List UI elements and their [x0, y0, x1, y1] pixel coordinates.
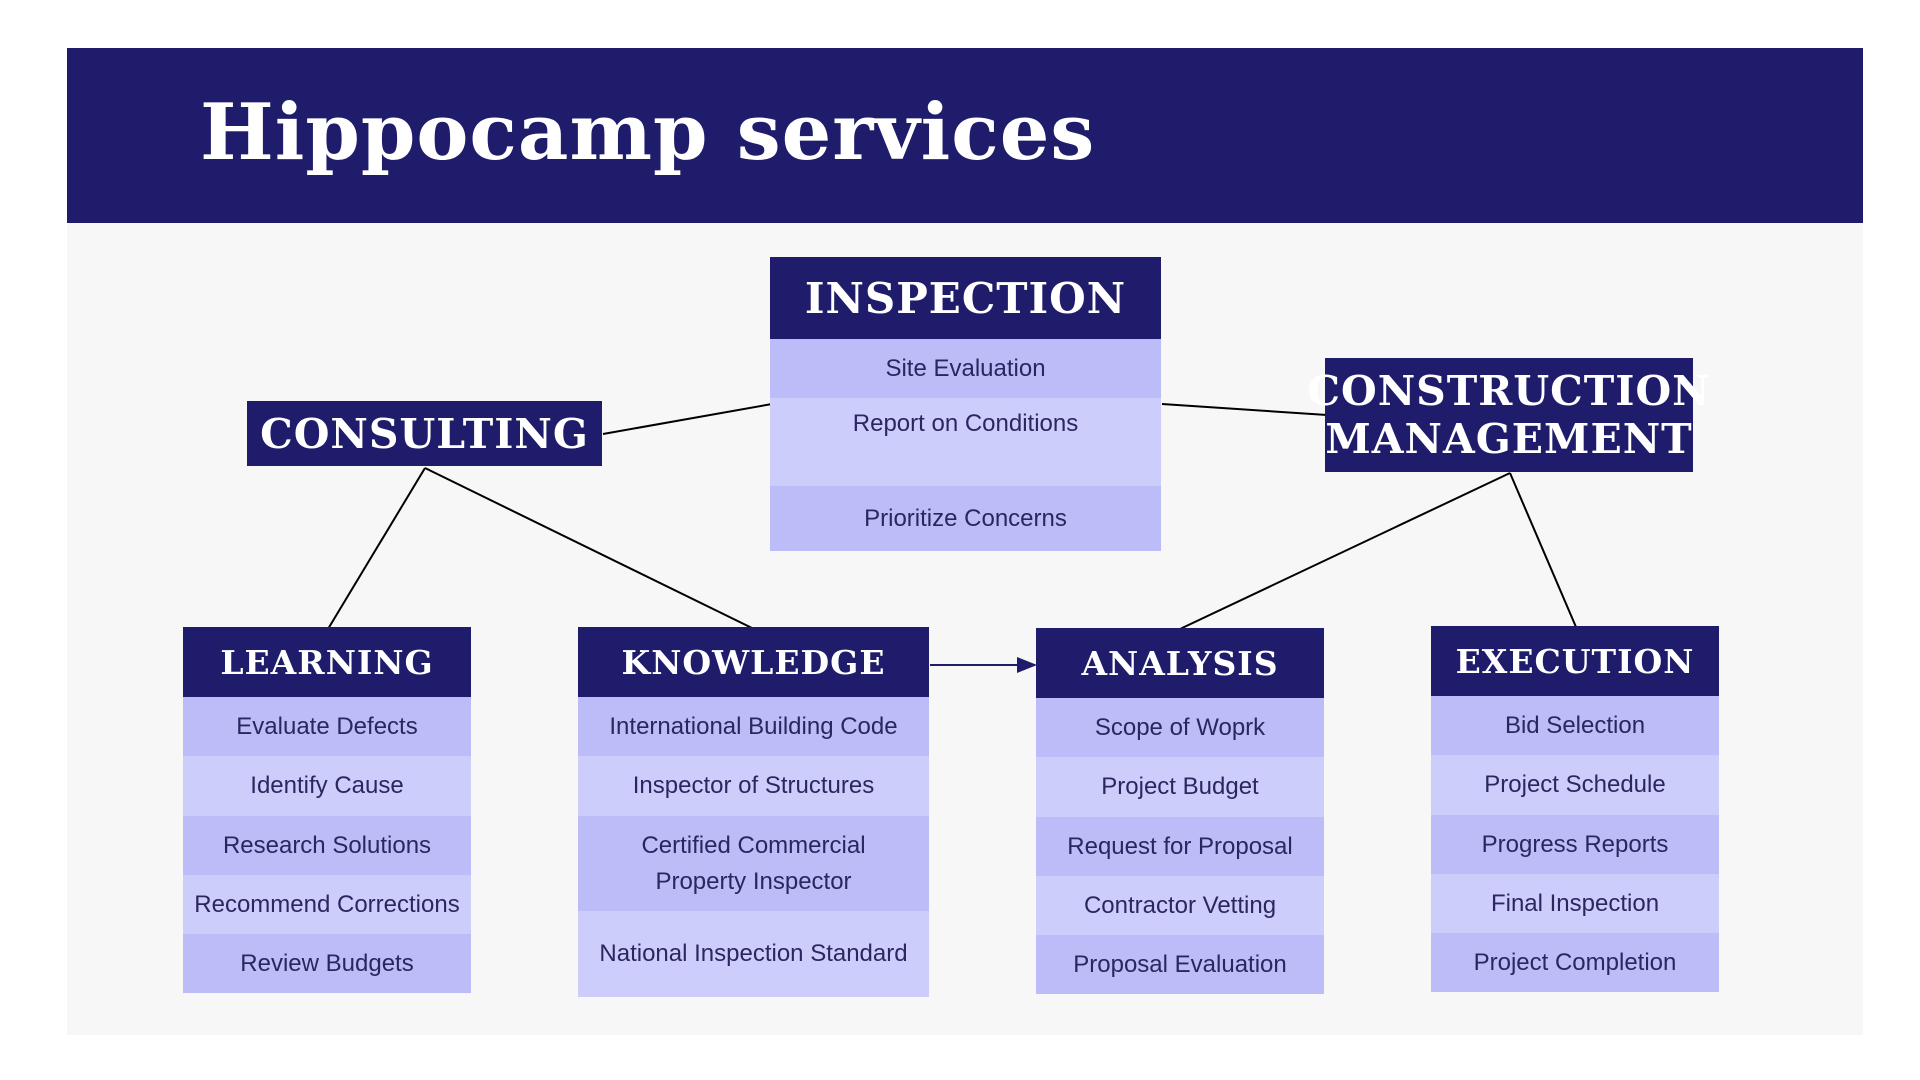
analysis-item: Project Budget — [1036, 757, 1324, 817]
analysis-item: Scope of Woprk — [1036, 698, 1324, 757]
connector-inspection-construction — [1161, 403, 1328, 416]
connector-construction-analysis — [1179, 472, 1511, 630]
header-bar — [67, 48, 1863, 223]
analysis-title: ANALYSIS — [1036, 628, 1324, 698]
analysis-item: Request for Proposal — [1036, 817, 1324, 876]
execution-item: Progress Reports — [1431, 815, 1719, 874]
learning-node: LEARNING Evaluate Defects Identify Cause… — [183, 627, 471, 993]
execution-item: Final Inspection — [1431, 874, 1719, 933]
connector-consulting-learning — [327, 467, 426, 630]
knowledge-title: KNOWLEDGE — [578, 627, 929, 697]
connector-consulting-knowledge — [424, 467, 755, 630]
inspection-item: Prioritize Concerns — [770, 486, 1161, 551]
analysis-node: ANALYSIS Scope of Woprk Project Budget R… — [1036, 628, 1324, 994]
inspection-item: Site Evaluation — [770, 339, 1161, 398]
construction-management-node: CONSTRUCTION MANAGEMENT — [1307, 358, 1710, 472]
execution-item: Project Schedule — [1431, 755, 1719, 815]
knowledge-item: Certified Commercial Property Inspector — [578, 816, 929, 911]
execution-title: EXECUTION — [1431, 626, 1719, 696]
knowledge-item: International Building Code — [578, 697, 929, 756]
knowledge-item: National Inspection Standard — [578, 911, 929, 997]
learning-item: Review Budgets — [183, 934, 471, 993]
consulting-node: CONSULTING — [247, 401, 602, 466]
connector-consulting-inspection — [602, 403, 773, 435]
learning-item: Recommend Corrections — [183, 875, 471, 934]
analysis-item: Proposal Evaluation — [1036, 935, 1324, 994]
inspection-item: Report on Conditions — [770, 398, 1161, 486]
learning-item: Identify Cause — [183, 756, 471, 816]
inspection-title: INSPECTION — [770, 257, 1161, 339]
knowledge-node: KNOWLEDGE International Building Code In… — [578, 627, 929, 997]
execution-node: EXECUTION Bid Selection Project Schedule… — [1431, 626, 1719, 992]
analysis-item: Contractor Vetting — [1036, 876, 1324, 935]
knowledge-item: Inspector of Structures — [578, 756, 929, 816]
execution-item: Bid Selection — [1431, 696, 1719, 755]
page-title: Hippocamp services — [200, 87, 1096, 178]
learning-item: Research Solutions — [183, 816, 471, 875]
inspection-node: INSPECTION Site Evaluation Report on Con… — [770, 257, 1161, 551]
learning-item: Evaluate Defects — [183, 697, 471, 756]
learning-title: LEARNING — [183, 627, 471, 697]
connector-construction-execution — [1509, 472, 1577, 628]
execution-item: Project Completion — [1431, 933, 1719, 992]
